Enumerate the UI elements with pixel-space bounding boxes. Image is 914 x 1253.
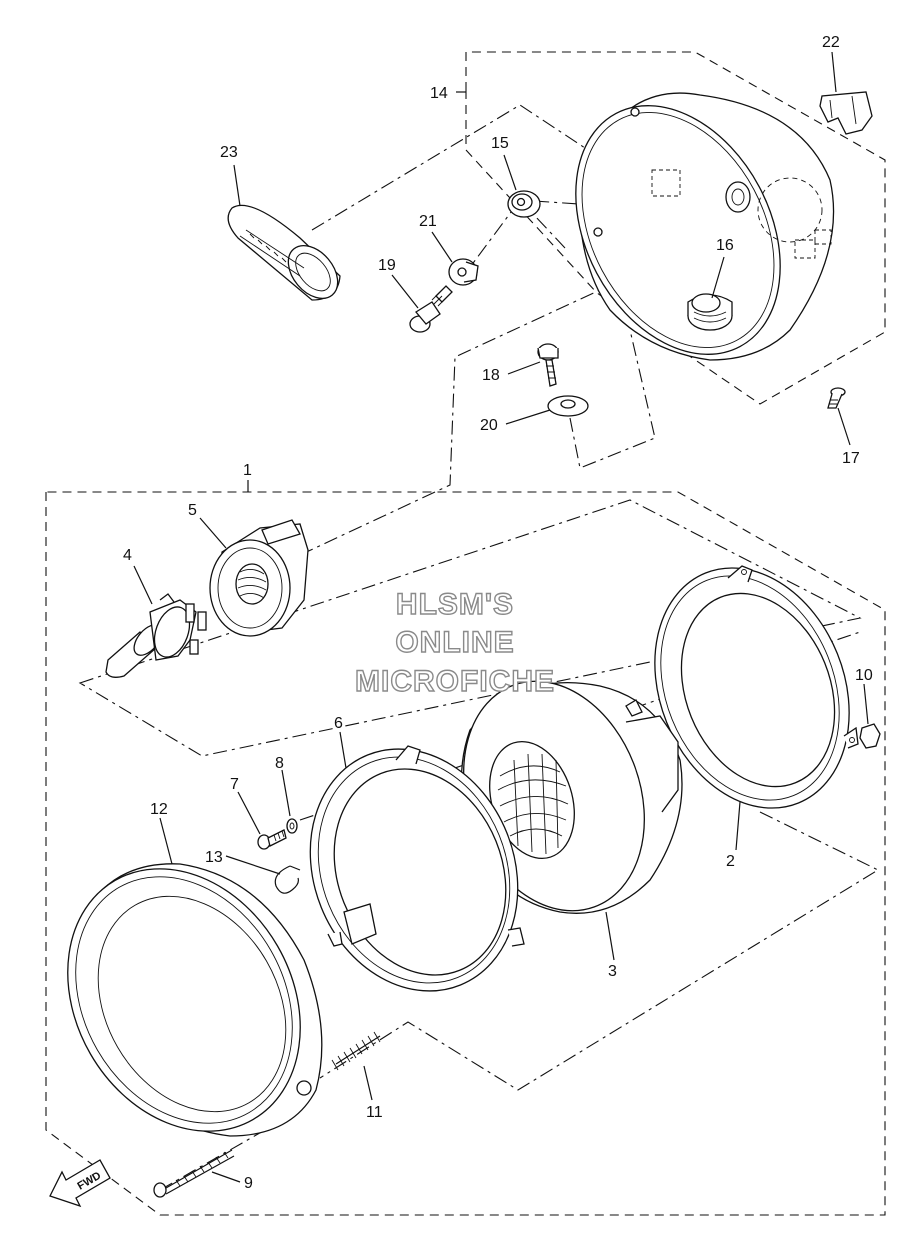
grommet-16 [687,293,733,331]
clip-22 [819,51,873,135]
headlight-rim-12 [67,863,323,1137]
callout-3: 3 [608,963,617,980]
callout-19: 19 [378,257,396,274]
bolt-18 [537,343,559,387]
bolt-19 [409,285,453,333]
leader-lines [133,154,869,1183]
collar-21 [448,258,479,286]
callout-1: 1 [243,462,252,479]
callout-6: 6 [334,715,343,732]
spring-clip-13 [274,865,301,894]
nut-10 [859,723,881,749]
callout-20: 20 [480,417,498,434]
lock-washer-8 [286,818,298,834]
screw-7 [257,829,287,850]
callout-18: 18 [482,367,500,384]
callout-5: 5 [188,502,197,519]
washer-20 [547,395,589,417]
watermark: HLSM'S ONLINE MICROFICHE [354,587,555,698]
assembly-line-lower [319,811,880,1091]
grommet-15 [507,190,541,218]
callout-9: 9 [244,1175,253,1192]
wire-cover-tube-23 [227,204,341,301]
callout-8: 8 [275,755,284,772]
group-boundary-1 [45,491,886,1216]
bulb-socket-5 [209,519,309,637]
forward-direction-arrow: FWD [49,1159,111,1208]
callout-15: 15 [491,135,509,152]
callout-7: 7 [230,776,239,793]
watermark-line-1: HLSM'S [396,588,514,621]
assembly-line-collar [461,199,521,279]
callout-17: 17 [842,450,860,467]
watermark-line-3: MICROFICHE [355,665,555,698]
callout-22: 22 [822,34,840,51]
assembly-line-bolt18 [569,329,656,469]
headlight-housing-14 [575,92,835,361]
callout-10: 10 [855,667,873,684]
callout-13: 13 [205,849,223,866]
assembly-line-bulb [78,499,862,757]
callout-11: 11 [366,1104,383,1121]
callout-14: 14 [430,85,448,102]
lens-holder-ring-6 [309,745,525,992]
callout-2: 2 [726,853,735,870]
watermark-line-2: ONLINE [395,626,514,659]
callout-21: 21 [419,213,437,230]
callout-12: 12 [150,801,168,818]
callout-16: 16 [716,237,734,254]
callout-numbers: 22 14 23 15 21 16 19 18 20 17 1 5 4 10 6… [123,34,873,1192]
mounting-rim-2 [654,565,859,809]
callout-23: 23 [220,144,238,161]
screw-17 [827,387,846,409]
callout-4: 4 [123,547,132,564]
adjusting-screw-9 [153,1149,235,1198]
adjusting-spring-11 [331,1031,381,1071]
headlight-bulb-4 [105,593,207,678]
